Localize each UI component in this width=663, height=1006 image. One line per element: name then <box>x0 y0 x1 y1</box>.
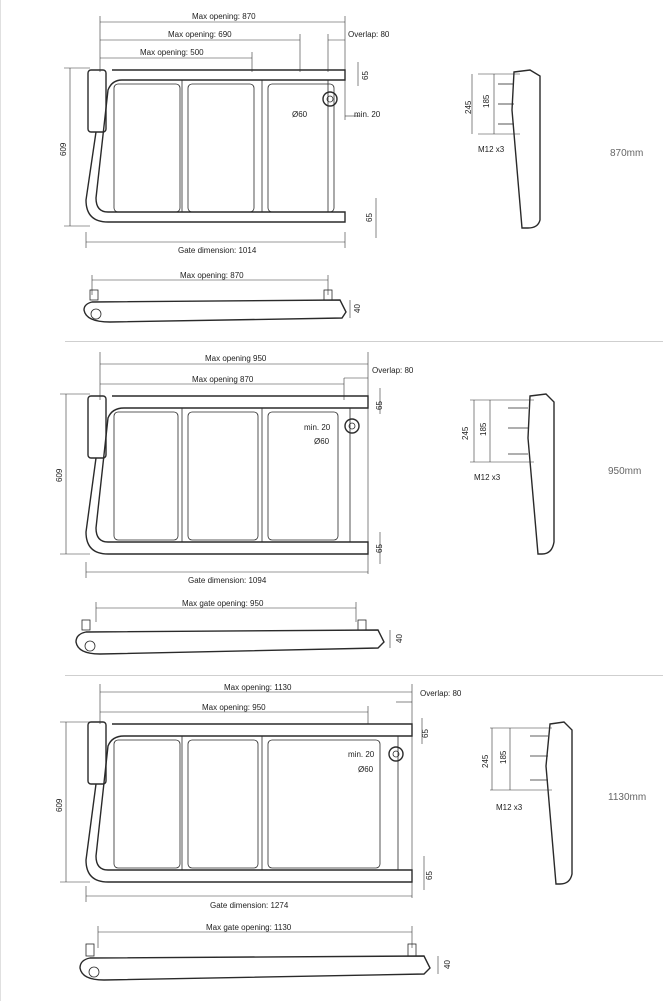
height-609: 609 <box>55 798 64 812</box>
section-divider <box>65 341 663 342</box>
overlap-label: Overlap: 80 <box>372 366 414 375</box>
min-20-label: min. 20 <box>354 110 381 119</box>
gate-dimension: Gate dimension: 1274 <box>210 901 289 910</box>
size-label: 1130mm <box>608 792 646 803</box>
gate-drawing-870: Max opening: 870 Max opening: 690 Max op… <box>59 12 643 323</box>
roller-wheel <box>322 91 338 107</box>
bolt-spec: M12 x3 <box>478 145 505 154</box>
size-label: 870mm <box>610 148 643 159</box>
bolt-spec: M12 x3 <box>496 803 523 812</box>
plan-depth: 40 <box>353 304 362 313</box>
side-185: 185 <box>479 422 488 436</box>
plan-opening: Max opening: 870 <box>180 271 244 280</box>
side-245: 245 <box>461 426 470 440</box>
side-245: 245 <box>464 100 473 114</box>
gate-variant-950: Max opening 950 Max opening 870 Overlap:… <box>0 342 663 674</box>
roller-wheel <box>388 746 404 762</box>
side-view <box>470 393 555 555</box>
max-opening-low: Max opening: 500 <box>140 48 204 57</box>
side-view <box>490 721 573 885</box>
gate-dimension: Gate dimension: 1014 <box>178 246 257 255</box>
gate-variant-1130: Max opening: 1130 Max opening: 950 Overl… <box>0 676 663 1001</box>
size-label: 950mm <box>608 466 641 477</box>
height-609: 609 <box>59 142 68 156</box>
plan-view <box>75 602 391 655</box>
max-opening-mid: Max opening: 690 <box>168 30 232 39</box>
max-opening-mid: Max opening 870 <box>192 375 254 384</box>
side-185: 185 <box>499 750 508 764</box>
plan-depth: 40 <box>395 634 404 643</box>
diameter-label: Ø60 <box>314 437 330 446</box>
top-65: 65 <box>361 71 370 80</box>
plan-opening: Max gate opening: 950 <box>182 599 264 608</box>
bottom-65: 65 <box>365 213 374 222</box>
gate-drawing-950: Max opening 950 Max opening 870 Overlap:… <box>55 352 641 655</box>
top-65: 65 <box>421 729 430 738</box>
side-view <box>471 69 541 229</box>
top-dimensions <box>99 352 369 574</box>
bottom-65: 65 <box>375 544 384 553</box>
side-185: 185 <box>482 94 491 108</box>
max-opening-top: Max opening 950 <box>205 354 267 363</box>
gate-frame <box>85 721 413 883</box>
plan-depth: 40 <box>443 960 452 969</box>
gate-frame <box>85 395 369 555</box>
max-opening-top: Max opening: 870 <box>192 12 256 21</box>
bottom-65: 65 <box>425 871 434 880</box>
max-opening-top: Max opening: 1130 <box>224 683 292 692</box>
plan-view <box>79 926 439 981</box>
overlap-label: Overlap: 80 <box>348 30 390 39</box>
overlap-label: Overlap: 80 <box>420 689 462 698</box>
bolt-spec: M12 x3 <box>474 473 501 482</box>
page-left-border <box>0 0 1 1001</box>
diameter-label: Ø60 <box>358 765 374 774</box>
top-65: 65 <box>375 401 384 410</box>
diameter-label: Ø60 <box>292 110 308 119</box>
gate-dimension: Gate dimension: 1094 <box>188 576 267 585</box>
plan-opening: Max gate opening: 1130 <box>206 923 292 932</box>
gate-drawing-1130: Max opening: 1130 Max opening: 950 Overl… <box>55 683 646 981</box>
min-20-label: min. 20 <box>348 750 375 759</box>
height-609: 609 <box>55 468 64 482</box>
roller-wheel <box>344 418 360 434</box>
section-divider <box>65 675 663 676</box>
plan-view <box>83 275 351 323</box>
gate-frame <box>85 69 346 223</box>
top-dimensions <box>99 684 413 898</box>
gate-variant-870: Max opening: 870 Max opening: 690 Max op… <box>0 0 663 340</box>
min-20-label: min. 20 <box>304 423 331 432</box>
side-245: 245 <box>481 754 490 768</box>
max-opening-mid: Max opening: 950 <box>202 703 266 712</box>
top-dimensions <box>99 16 346 120</box>
